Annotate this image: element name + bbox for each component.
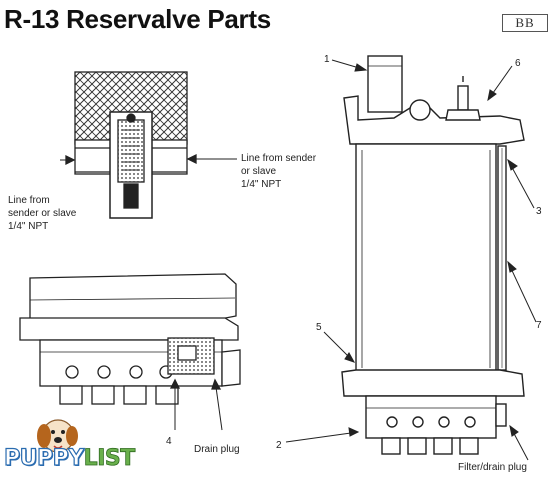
svg-text:1/4" NPT: 1/4" NPT <box>8 221 48 232</box>
reservoir-assembly <box>341 55 525 455</box>
svg-text:1/4" NPT: 1/4" NPT <box>241 179 281 190</box>
puppy-logo-mascot <box>37 419 78 453</box>
svg-text:Line from: Line from <box>8 195 50 206</box>
callout-3: 3 <box>536 206 542 217</box>
page-title: R-13 Reservalve Parts <box>4 4 271 34</box>
puppylist-logo: PUPPYLIST <box>3 445 135 471</box>
callout-5: 5 <box>316 322 322 333</box>
callout-4: 4 <box>166 436 172 447</box>
line-label-right: Line from sender or slave 1/4" NPT <box>241 153 317 190</box>
svg-text:sender or slave: sender or slave <box>8 208 77 219</box>
brand-badge: BB <box>502 14 548 32</box>
valve-cross-section <box>60 71 237 219</box>
callout-1: 1 <box>324 54 330 65</box>
callout-6: 6 <box>515 58 521 69</box>
svg-text:Line from sender: Line from sender <box>241 153 317 164</box>
line-label-left: Line from sender or slave 1/4" NPT <box>8 195 77 232</box>
callout-2: 2 <box>276 440 282 451</box>
drain-plug-label: Drain plug <box>194 444 240 455</box>
svg-text:or slave: or slave <box>241 166 276 177</box>
callout-leaders <box>285 59 537 461</box>
filter-drain-plug-label: Filter/drain plug <box>458 462 527 473</box>
valve-base-side-view <box>19 273 241 431</box>
callout-7: 7 <box>536 320 542 331</box>
